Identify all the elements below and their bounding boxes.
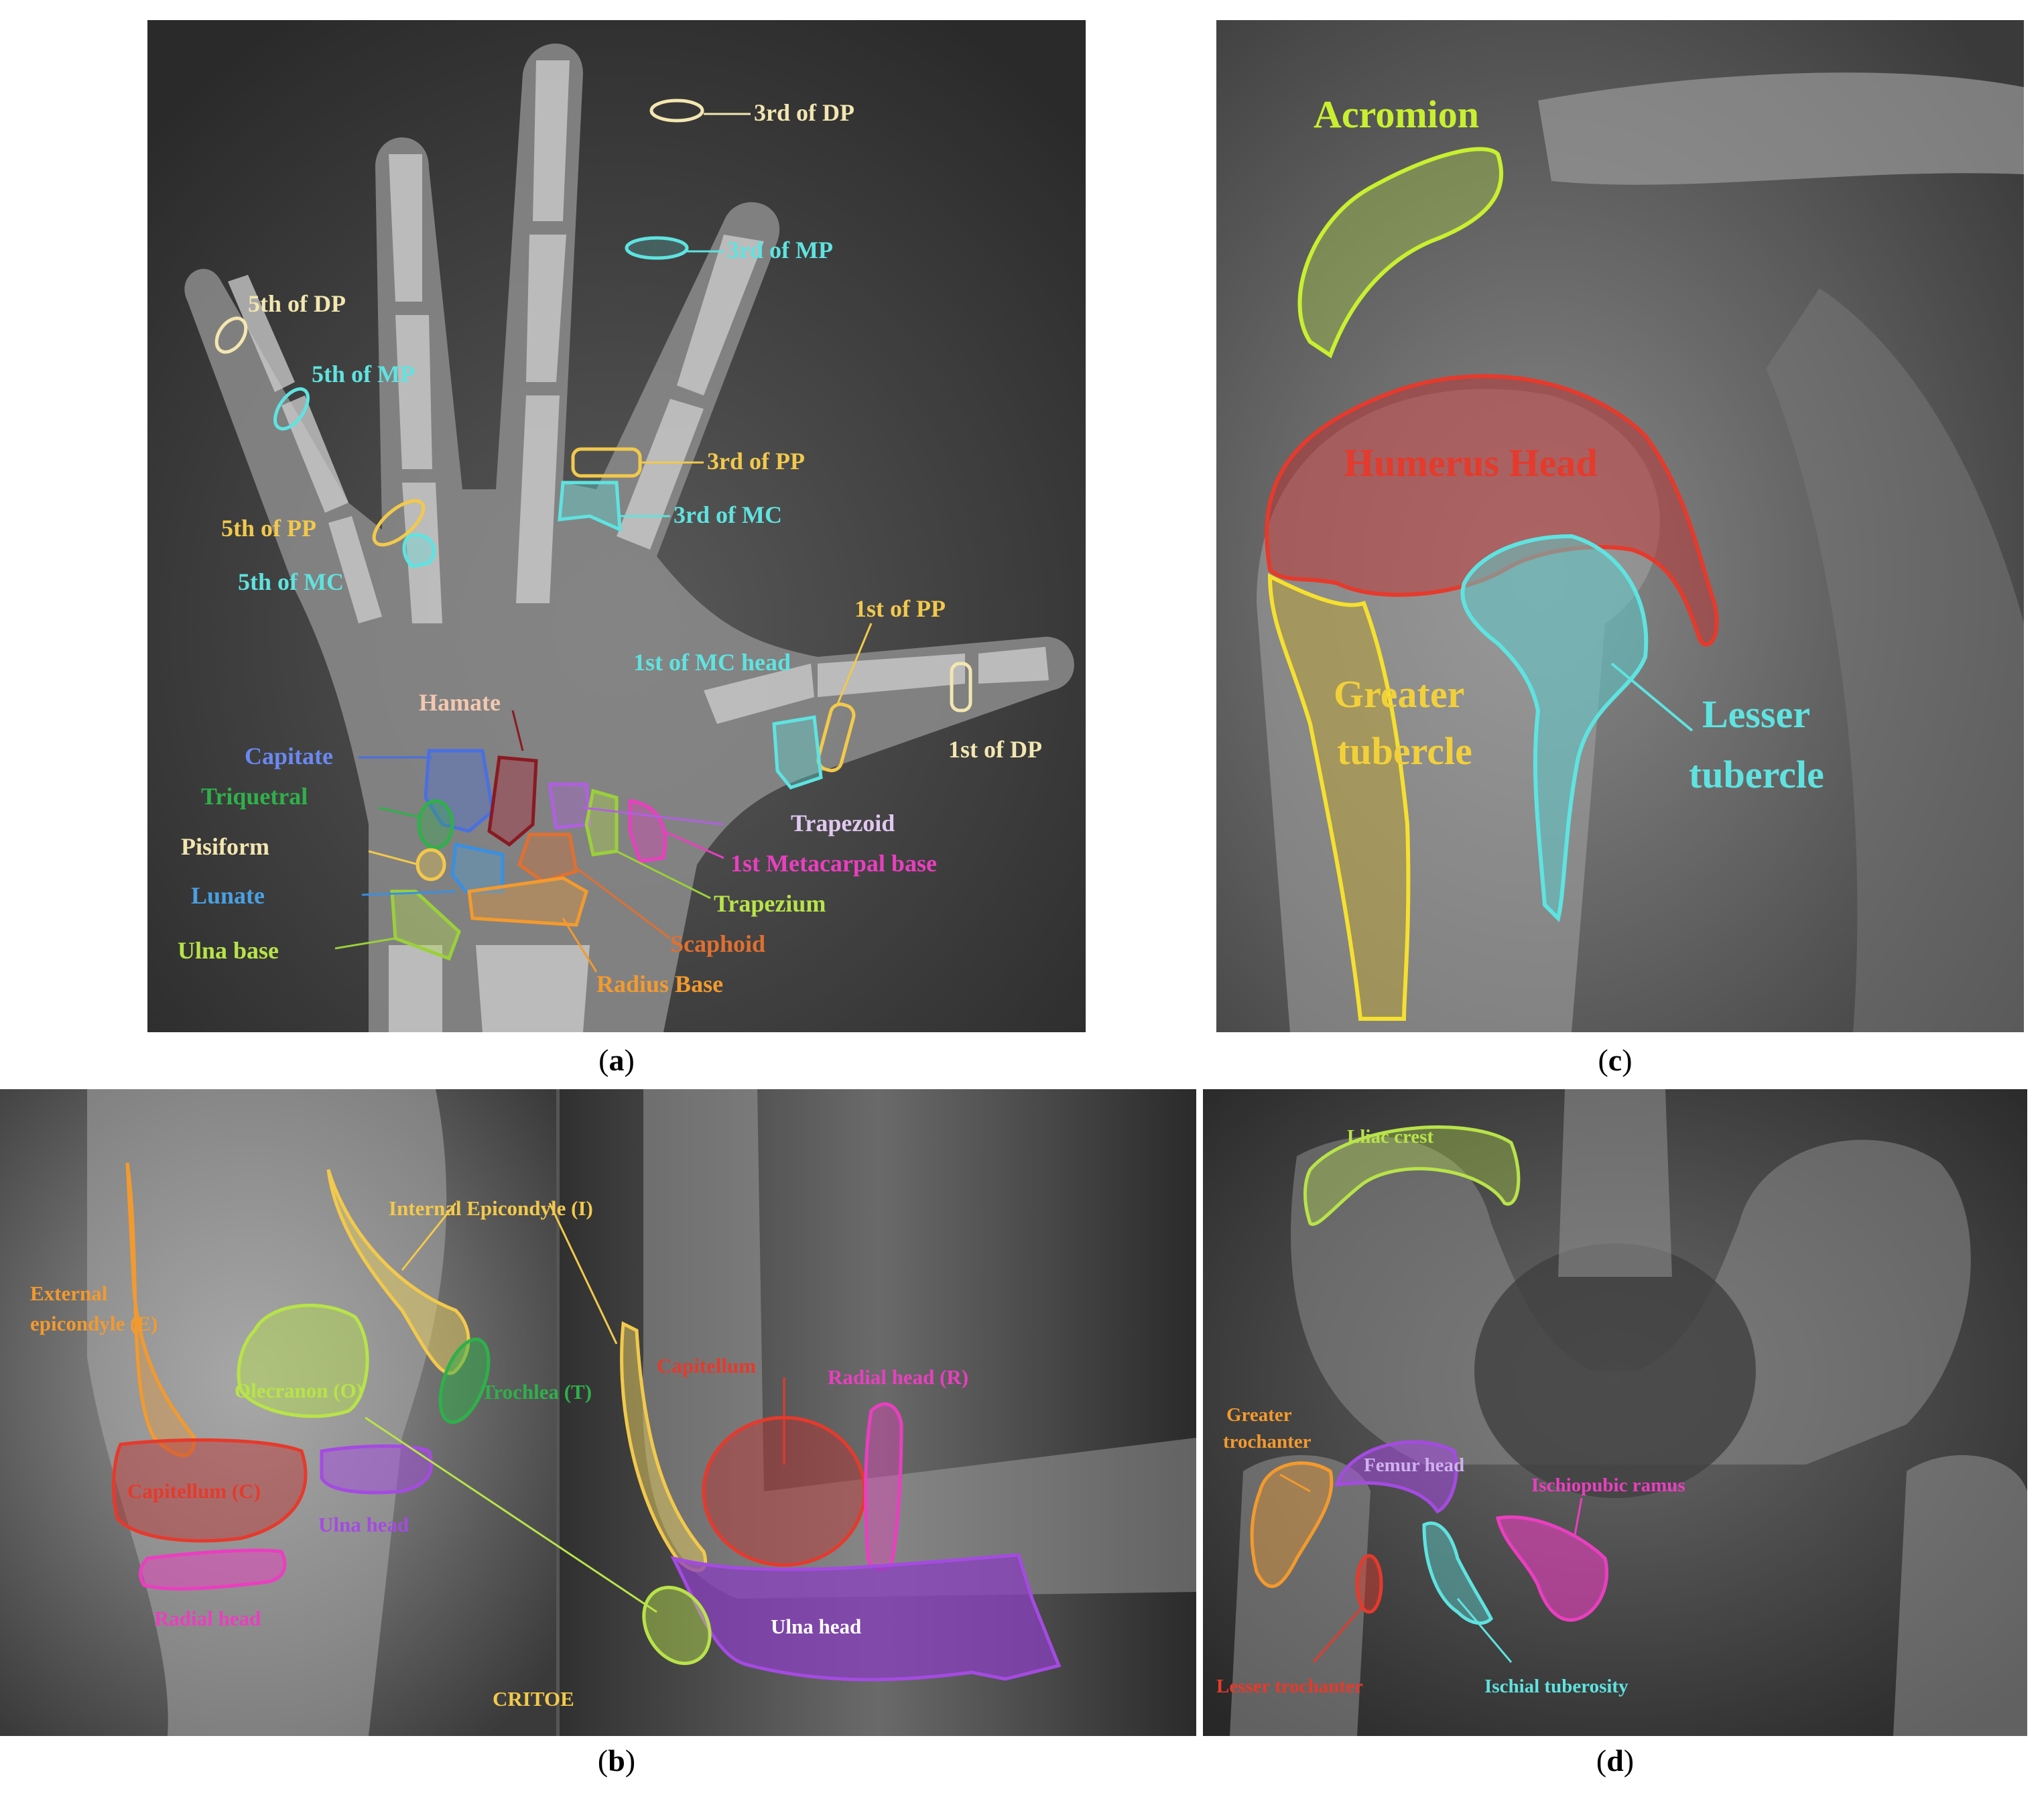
trochlea-outline bbox=[438, 1337, 491, 1424]
label-mc5: 5th of MC bbox=[238, 568, 344, 595]
label-external-epi-1: External bbox=[30, 1282, 108, 1305]
mp5-outline bbox=[273, 387, 310, 431]
caption-b: (b) bbox=[597, 1743, 636, 1778]
hamate-outline bbox=[487, 755, 538, 847]
ulna-head-2-outline bbox=[670, 1553, 1062, 1682]
label-femur-head: Femur head bbox=[1364, 1454, 1464, 1476]
ulna-head-1-outline bbox=[320, 1444, 434, 1495]
label-ulna-head-1: Ulna head bbox=[318, 1513, 409, 1536]
label-dp1: 1st of DP bbox=[948, 736, 1042, 763]
caption-a: (a) bbox=[598, 1043, 635, 1077]
dp5-outline bbox=[214, 316, 248, 354]
radial-head-r-outline bbox=[864, 1402, 903, 1572]
label-trapezium: Trapezium bbox=[714, 890, 826, 917]
label-greater-2: tubercle bbox=[1337, 729, 1472, 773]
ulna-base-outline bbox=[390, 889, 461, 961]
label-capitellum-c: Capitellum (C) bbox=[127, 1479, 261, 1503]
label-mc1head: 1st of MC head bbox=[633, 649, 791, 676]
label-internal-epi: Internal Epicondyle (I) bbox=[389, 1196, 593, 1220]
shoulder-xray-image: Acromion Humerus Head Greater tubercle L… bbox=[1216, 20, 2024, 1032]
trapezoid-outline bbox=[548, 782, 592, 830]
label-ulna-head-2: Ulna head bbox=[771, 1615, 861, 1638]
greater-tubercle-outline bbox=[1267, 573, 1411, 1021]
capitate-outline bbox=[424, 749, 495, 833]
label-pisiform: Pisiform bbox=[181, 833, 269, 860]
label-iliac-crest: Lliac crest bbox=[1347, 1126, 1433, 1147]
label-mc1base: 1st Metacarpal base bbox=[730, 850, 937, 877]
label-mp3: 3rd of MP bbox=[727, 237, 833, 263]
panel-c-shoulder-xray: Acromion Humerus Head Greater tubercle L… bbox=[1216, 20, 2024, 1032]
label-mp5: 5th of MP bbox=[312, 361, 415, 387]
label-greater-1: Greater bbox=[1334, 672, 1464, 716]
label-trapezoid: Trapezoid bbox=[791, 810, 895, 836]
humerus-head-outline bbox=[1265, 374, 1719, 647]
acromion-outline bbox=[1297, 147, 1503, 359]
panel-a-hand-xray: 3rd of DP 3rd of MP 5th of DP 5th of MP … bbox=[147, 20, 1086, 1032]
label-radial-head-r: Radial head (R) bbox=[828, 1365, 968, 1389]
mp3-outline bbox=[625, 236, 689, 260]
label-triquetral: Triquetral bbox=[201, 783, 308, 810]
label-scaphoid: Scaphoid bbox=[670, 930, 765, 957]
label-pp1: 1st of PP bbox=[854, 595, 946, 622]
mc3-outline bbox=[558, 481, 622, 532]
label-radius-base: Radius Base bbox=[596, 971, 723, 997]
label-lesser-troch: Lesser trochanter bbox=[1216, 1676, 1363, 1697]
femur-head-outline bbox=[1334, 1440, 1458, 1514]
label-ulna-base: Ulna base bbox=[178, 937, 279, 964]
label-greater-troch-1: Greater bbox=[1226, 1404, 1292, 1426]
label-mc3: 3rd of MC bbox=[674, 501, 782, 528]
pelvis-xray-image: Lliac crest Greater trochanter Femur hea… bbox=[1203, 1089, 2027, 1736]
label-dp5: 5th of DP bbox=[248, 290, 346, 317]
label-radial-head-1: Radial head bbox=[154, 1607, 261, 1630]
label-olecranon: Olecranon (O) bbox=[235, 1379, 363, 1402]
label-pp5: 5th of PP bbox=[221, 515, 316, 542]
greater-trochanter-outline bbox=[1250, 1461, 1334, 1589]
label-greater-troch-2: trochanter bbox=[1223, 1431, 1312, 1452]
lunate-outline bbox=[450, 842, 505, 893]
caption-c: (c) bbox=[1598, 1043, 1633, 1077]
olecranon-lateral-outline bbox=[642, 1585, 712, 1666]
dp1-outline bbox=[950, 662, 972, 712]
label-ischial-tub: Ischial tuberosity bbox=[1484, 1676, 1628, 1697]
radius-base-outline bbox=[467, 876, 588, 927]
lesser-tubercle-outline bbox=[1460, 534, 1649, 922]
label-capitate: Capitate bbox=[245, 743, 333, 769]
iliac-crest-outline bbox=[1303, 1125, 1521, 1227]
mc1head-outline bbox=[772, 715, 823, 790]
label-dp3: 3rd of DP bbox=[754, 99, 854, 126]
hand-xray-image: 3rd of DP 3rd of MP 5th of DP 5th of MP … bbox=[147, 20, 1086, 1032]
label-lesser-1: Lesser bbox=[1702, 692, 1810, 736]
caption-d: (d) bbox=[1596, 1743, 1635, 1778]
triquetral-outline bbox=[417, 799, 454, 850]
label-pp3: 3rd of PP bbox=[707, 448, 805, 475]
pp5-outline bbox=[372, 499, 426, 547]
label-hamate: Hamate bbox=[419, 689, 501, 716]
pisiform-outline bbox=[416, 848, 446, 881]
ischial-tuberosity-outline bbox=[1422, 1522, 1494, 1625]
olecranon-outline bbox=[237, 1304, 369, 1418]
label-acromion: Acromion bbox=[1314, 92, 1479, 136]
elbow-xray-image: Internal Epicondyle (I) External epicond… bbox=[0, 1089, 1196, 1736]
label-trochlea: Trochlea (T) bbox=[481, 1380, 592, 1404]
radial-head-1-outline bbox=[139, 1548, 287, 1591]
dp3-outline bbox=[649, 99, 704, 123]
label-ischiopubic: Ischiopubic ramus bbox=[1531, 1475, 1685, 1496]
label-capitellum: Capitellum bbox=[657, 1354, 756, 1377]
capitellum-c-outline bbox=[112, 1438, 308, 1543]
label-critoe: CRITOE bbox=[493, 1687, 574, 1711]
label-lesser-2: tubercle bbox=[1689, 753, 1824, 796]
mc5-outline bbox=[402, 533, 436, 568]
pp1-outline bbox=[816, 702, 856, 773]
panel-d-pelvis-xray: Lliac crest Greater trochanter Femur hea… bbox=[1203, 1089, 2027, 1736]
external-epicondyle-outline bbox=[125, 1162, 196, 1457]
label-humerus-head: Humerus Head bbox=[1344, 441, 1598, 485]
label-lunate: Lunate bbox=[191, 882, 265, 909]
lesser-trochanter-outline bbox=[1355, 1554, 1383, 1614]
panel-b-elbow-xray: Internal Epicondyle (I) External epicond… bbox=[0, 1089, 1196, 1736]
ischiopubic-ramus-outline bbox=[1495, 1515, 1609, 1622]
scaphoid-outline bbox=[517, 832, 578, 883]
trapezium-outline bbox=[584, 788, 619, 857]
label-external-epi-2: epicondyle (E) bbox=[30, 1312, 157, 1335]
